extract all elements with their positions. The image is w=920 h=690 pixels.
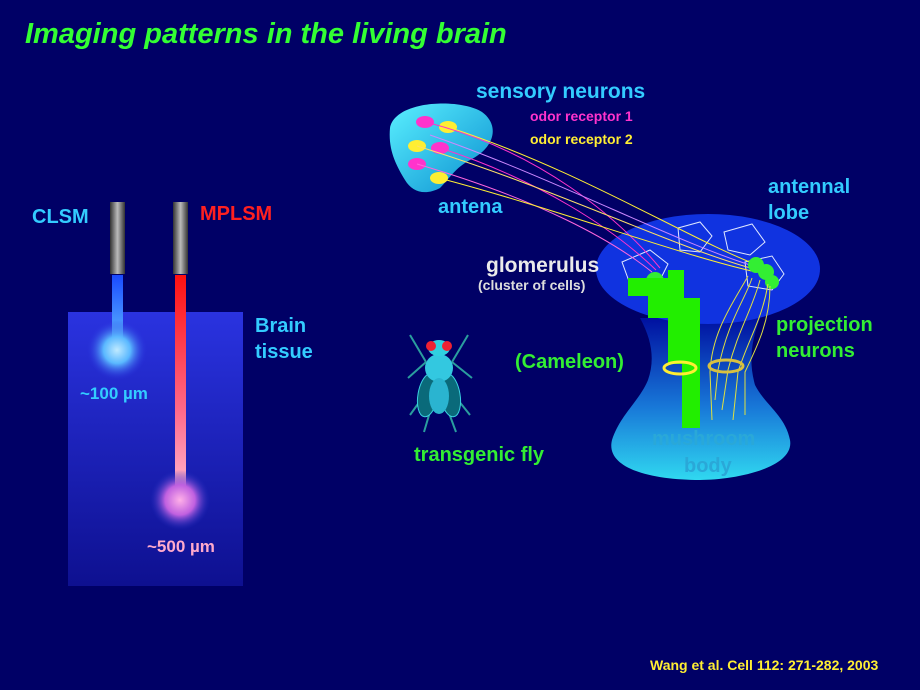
odor-receptor-2-label: odor receptor 2 — [530, 131, 633, 147]
brain-tissue-label-line1: Brain — [255, 315, 307, 337]
clsm-focal-spot — [87, 320, 147, 380]
glomerulus-label: glomerulus — [486, 254, 600, 277]
mushroom-body-label-line1: mushroom — [652, 428, 756, 450]
odor-receptor-1-label: odor receptor 1 — [530, 108, 633, 124]
antennal-lobe-label-line2: lobe — [768, 202, 810, 224]
brain-tissue-label-line2: tissue — [255, 341, 313, 363]
cameleon-bar — [628, 270, 700, 428]
clsm-depth-label: ~100 µm — [80, 384, 148, 403]
fly-abdomen — [429, 378, 449, 414]
glomerulus-outline — [723, 223, 766, 256]
projection-neurons-label-line1: projection — [776, 314, 873, 336]
clsm-label: CLSM — [32, 206, 89, 228]
projection-ring — [662, 360, 698, 376]
projection-neurons — [709, 275, 771, 421]
clsm-objective — [110, 202, 125, 274]
mplsm-label: MPLSM — [200, 203, 273, 225]
sensory-neurons-label: sensory neurons — [476, 80, 646, 103]
mplsm-objective — [173, 202, 188, 274]
glomerulus-green — [765, 275, 779, 289]
slide-title: Imaging patterns in the living brain — [25, 18, 507, 50]
mushroom-body-shape — [611, 318, 791, 480]
mplsm-focal-spot — [150, 470, 210, 530]
cameleon-label: (Cameleon) — [515, 351, 624, 373]
antennal-lobe-shape — [596, 214, 820, 324]
sensory-axons — [416, 121, 761, 273]
clsm-beam — [112, 275, 123, 353]
mplsm-beam — [175, 275, 186, 503]
transgenic-fly-label: transgenic fly — [414, 444, 545, 466]
antennal-lobe-label-line1: antennal — [768, 176, 851, 198]
cluster-of-cells-label: (cluster of cells) — [478, 277, 586, 293]
fly-eye — [426, 341, 436, 351]
citation: Wang et al. Cell 112: 271-282, 2003 — [650, 657, 879, 673]
mushroom-body-label-line2: body — [684, 455, 732, 477]
projection-neurons-label-line2: neurons — [776, 340, 855, 362]
mplsm-depth-label: ~500 µm — [147, 537, 215, 556]
projection-ring — [707, 358, 745, 374]
fly-eye — [442, 341, 452, 351]
glomerulus-outline — [677, 221, 713, 253]
fly-thorax — [425, 354, 453, 382]
antena-label: antena — [438, 196, 503, 218]
